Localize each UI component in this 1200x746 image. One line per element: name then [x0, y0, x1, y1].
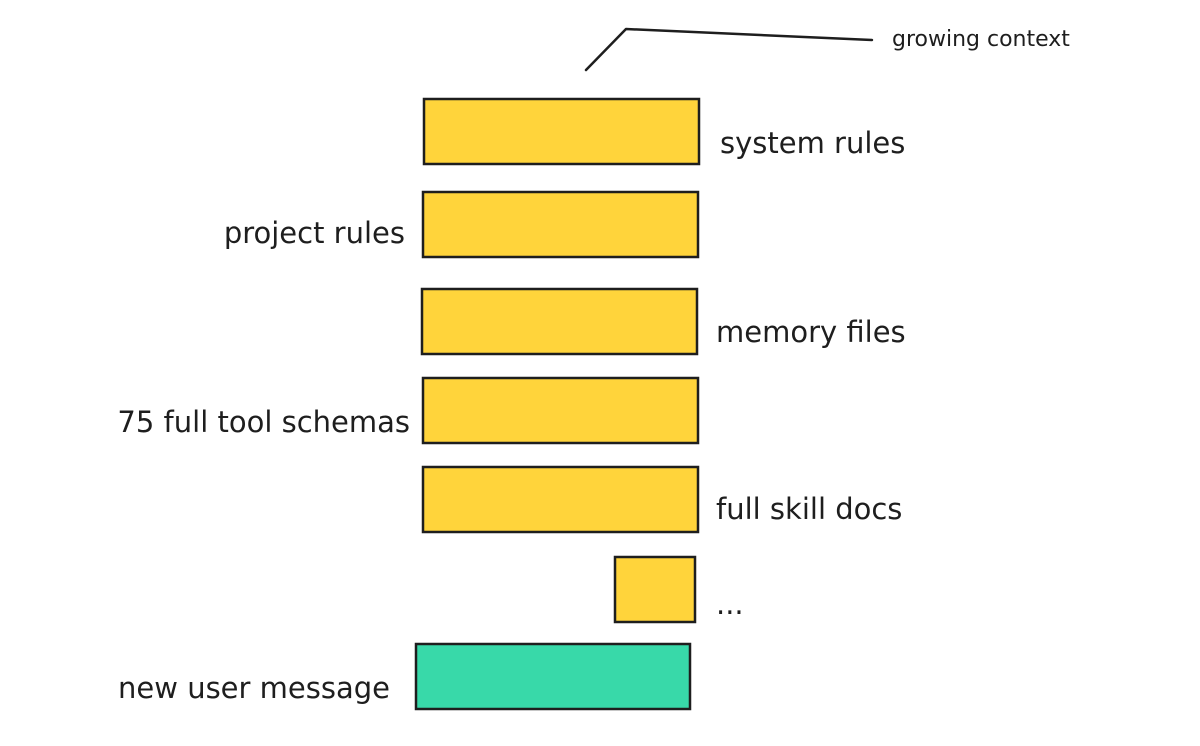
- memory-files-label: memory files: [716, 315, 906, 349]
- block-project-rules: project rules: [224, 190, 700, 259]
- skill-docs-label: full skill docs: [716, 492, 902, 526]
- block-memory-files: memory files: [420, 287, 906, 356]
- memory-files-block: [420, 287, 699, 356]
- growing-context-pointer: [584, 27, 874, 72]
- user-message-block: [414, 642, 692, 711]
- ellipsis-block: [613, 555, 697, 624]
- skill-docs-block: [421, 465, 700, 534]
- tool-schemas-label: 75 full tool schemas: [117, 405, 410, 439]
- block-system-rules: system rules: [422, 97, 905, 166]
- system-rules-label: system rules: [720, 126, 905, 160]
- block-ellipsis: ...: [613, 555, 744, 624]
- project-rules-label: project rules: [224, 216, 405, 250]
- growing-context-label: growing context: [892, 27, 1070, 52]
- block-tool-schemas: 75 full tool schemas: [117, 376, 700, 445]
- block-skill-docs: full skill docs: [421, 465, 902, 534]
- system-rules-block: [422, 97, 701, 166]
- project-rules-block: [421, 190, 700, 259]
- tool-schemas-block: [421, 376, 700, 445]
- ellipsis-label: ...: [716, 587, 744, 621]
- user-message-label: new user message: [118, 671, 390, 705]
- block-user-message: new user message: [118, 642, 692, 711]
